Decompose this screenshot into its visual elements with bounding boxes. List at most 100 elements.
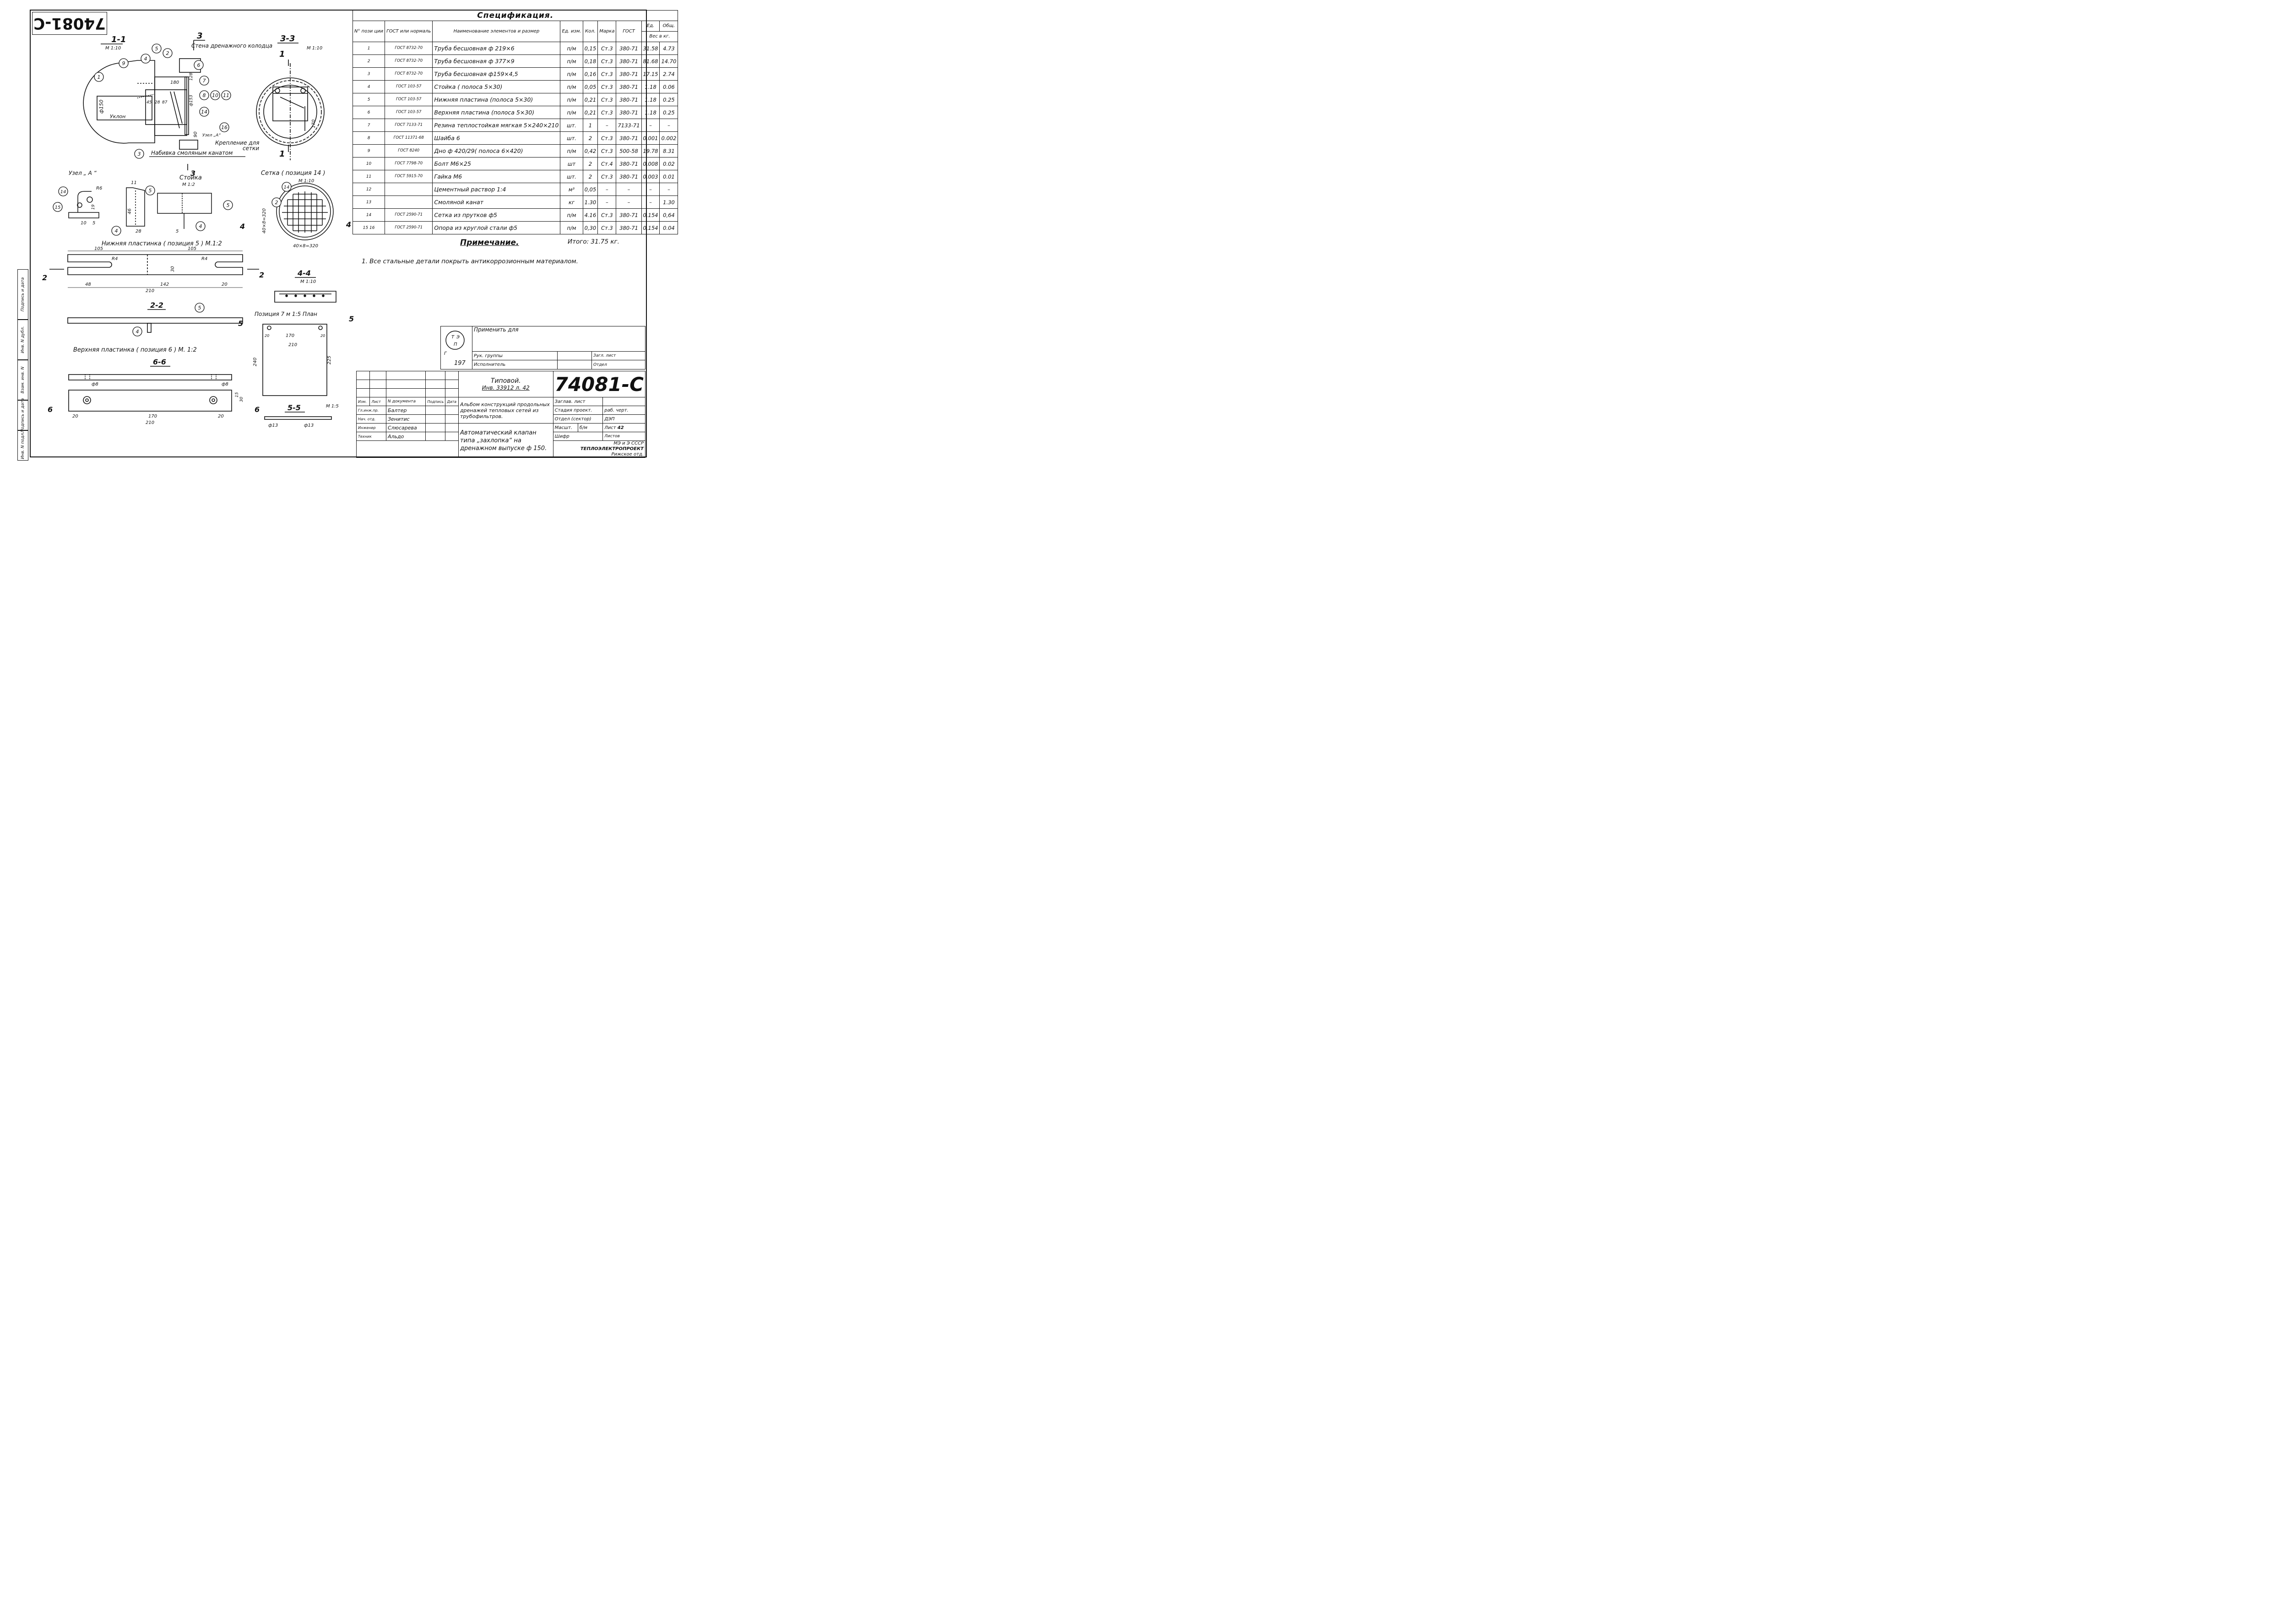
spec-cell-w: 0.001 [641,131,660,145]
post-view [126,187,212,229]
section-mark-3-bottom: 3 [190,169,195,178]
side-strip: Подпись и дата Инв. N дубл. Взам. инв. N… [17,269,28,461]
dim-13-left: ф13 [268,423,278,428]
dim-r4-right: R4 [201,256,207,261]
stamp-apply: Применить для [472,326,645,352]
section-mark-5-right: 5 [349,315,354,323]
spec-cell-name: Шайба 6 [432,131,561,145]
svg-text:Г: Г [444,351,447,356]
spec-cell-n: 1 [352,42,385,55]
spec-cell-w: 1.18 [641,106,660,119]
spec-cell-w: 0.154 [641,208,660,222]
lower-plate-view [67,250,243,288]
spec-cell-n: 15 16 [352,221,385,234]
stamp-org-cell: МЭ и Э СССР ТЕПЛОЭЛЕКТРОПРОЕКТ Рижское о… [553,440,646,458]
dim-48: 48 [85,282,91,287]
title-block-lower: Типовой. Инв. 33912 л. 42 74081-C Изм. Л… [356,371,646,458]
section-3-3 [256,63,325,160]
spec-header-pos: N° пози ции [352,21,385,42]
note-heading: Примечание. [460,238,519,247]
svg-text:3: 3 [138,151,141,157]
spec-cell-name: Труба бесшовная ф 219×6 [432,42,561,55]
dim-r4-left: R4 [112,256,118,261]
spec-cell-q: 1 [582,119,598,132]
spec-cell-m: – [597,119,617,132]
spec-cell-t: 0.25 [659,106,678,119]
svg-text:5: 5 [227,202,230,208]
section-2-2 [67,317,243,333]
stamp-inventory: Инв. 33912 л. 42 [482,385,530,391]
spec-cell-u: п/м [560,54,583,68]
side-cell-replace-inv: Взам. инв. N [17,360,28,400]
section-3-3-scale: М 1:10 [307,46,322,51]
stamp-col-doc: N документа [385,397,426,406]
dim-170-3-3: 170 [311,119,316,128]
drawing-canvas: 1-1 М 1:10 Стена дренажного колодца 3 Ук… [30,10,647,457]
dim-150: ф150 [98,100,104,114]
spec-header-gost: ГОСТ или нормаль [385,21,433,42]
dim-153: ф153 [189,95,194,106]
spec-cell-s: 380-71 [616,42,642,55]
stamp-197: 197 [454,360,466,367]
spec-cell-t: 0.01 [659,170,678,183]
dim-10-node: 10 [81,221,87,226]
dim-30-upper: 30 [239,396,244,402]
spec-header-weight: Вес в кг. [641,31,678,42]
spec-cell-t: 2.74 [659,67,678,81]
spec-cell-t: – [659,119,678,132]
spec-cell-n: 12 [352,183,385,196]
spec-cell-g: ГОСТ 103-57 [385,93,433,106]
spec-cell-u: п/м [560,67,583,81]
section-mark-6-right: 6 [255,405,260,414]
svg-text:16: 16 [221,125,228,130]
mesh-scale: М 1:10 [298,179,314,184]
spec-cell-s: 380-71 [616,106,642,119]
spec-cell-n: 7 [352,119,385,132]
svg-text:П: П [454,342,457,347]
section-2-2-label: 2-2 [150,301,163,310]
dim-87: 87 [162,100,168,105]
spec-cell-t: 8.31 [659,144,678,158]
svg-text:Э: Э [456,335,460,340]
mesh-view [276,183,334,240]
spec-cell-s: 380-71 [616,93,642,106]
stamp-role-1: Гл.инж.пр. [356,406,386,415]
spec-cell-s: – [616,196,642,209]
callout-14-mesh: 14 [284,185,290,190]
dim-225-pos7: 225 [327,356,332,364]
section-mark-1-top: 1 [279,49,285,59]
section-3-3-label: 3-3 [280,34,295,43]
spec-cell-name: Гайка М6 [432,170,561,183]
spec-cell-name: Верхняя пластина (полоса 5×30) [432,106,561,119]
spec-cell-s: 380-71 [616,170,642,183]
spec-cell-m: Ст.3 [597,144,617,158]
stamp-album: Альбом конструкций продольных дренажей т… [458,397,553,424]
callout-14-node: 14 [60,190,66,195]
spec-cell-g [385,183,433,196]
position-7-title: Позиция 7 м 1:5 План [255,311,317,317]
spec-header-grade: Марка [597,21,617,42]
fix-label-2: сетки [243,145,259,152]
spec-header-unit: Ед. изм. [560,21,583,42]
position-7-plan [262,324,327,396]
stamp-name-3: Слюсарева [385,423,426,432]
section-mark-3-top: 3 [197,31,203,41]
spec-cell-n: 11 [352,170,385,183]
spec-cell-m: – [597,183,617,196]
spec-cell-name: Опора из круглой стали ф5 [432,221,561,234]
dim-170-pos7: 170 [286,333,294,338]
spec-cell-w: 0.003 [641,170,660,183]
spec-cell-s: 380-71 [616,157,642,170]
stamp-dept: Отдел [591,360,645,369]
spec-cell-g: ГОСТ 8240 [385,144,433,158]
dim-105-left: 105 [94,246,103,251]
stamp-dept-value: ДЭП [602,414,645,424]
stamp-name-2: Зенитис [385,414,426,424]
dim-142: 142 [160,282,169,287]
spec-cell-name: Цементный раствор 1:4 [432,183,561,196]
